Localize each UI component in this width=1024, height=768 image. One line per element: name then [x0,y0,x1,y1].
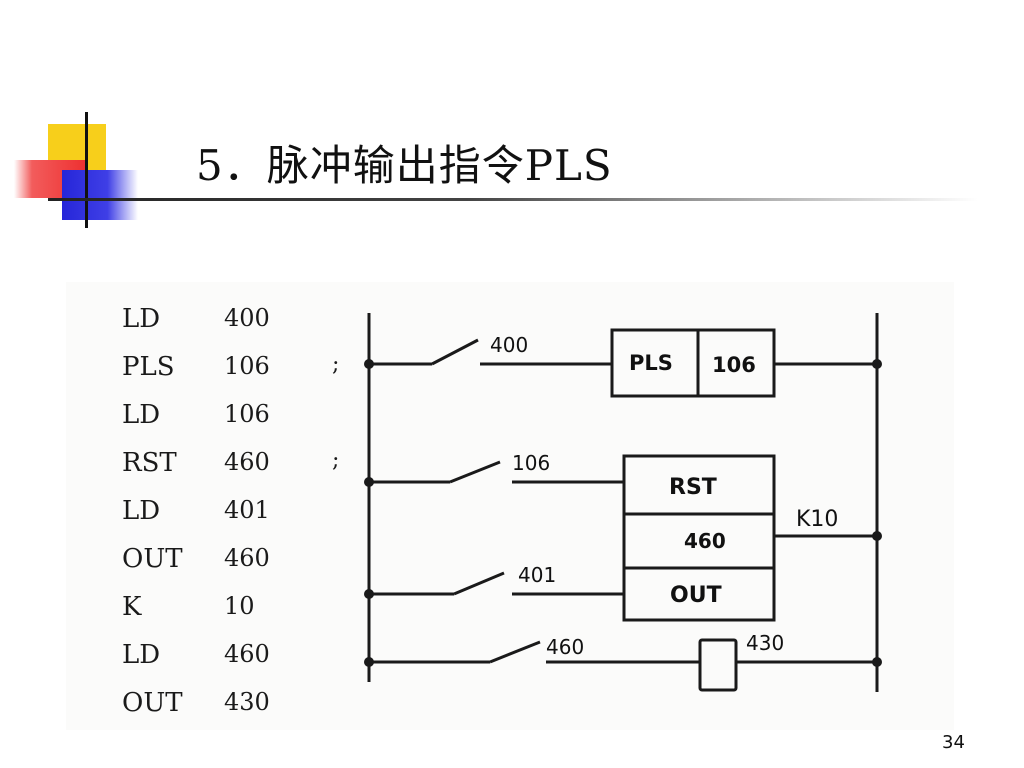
instruction-semicolon: ; [332,352,340,377]
instruction-op: PLS [122,352,175,382]
counter-rst-label: RST [669,475,717,500]
instruction-op: LD [122,400,161,430]
instruction-arg: 400 [224,304,270,332]
junction-dot [364,657,374,667]
counter-out-label: OUT [670,583,722,608]
counter-box [622,454,776,622]
contact-label-460: 460 [546,635,584,659]
contact-label-400: 400 [490,333,528,357]
instruction-arg: 106 [224,400,270,428]
slide-title: 5．脉冲输出指令PLS [196,141,613,190]
instruction-op: LD [122,304,161,334]
contact-400-blade [431,338,479,366]
instruction-arg: 460 [224,544,270,572]
title-decoration-blue-square [62,170,138,220]
page-number: 34 [942,732,965,753]
instruction-arg: 106 [224,352,270,380]
junction-dot [872,657,882,667]
title-decoration-vertical-line [85,112,88,228]
junction-dot [872,531,882,541]
contact-label-401: 401 [518,563,556,587]
coil-label-430: 430 [746,631,784,655]
instruction-op: K [122,592,142,622]
pls-box-arg: 106 [712,353,756,377]
instruction-arg: 430 [224,688,270,716]
contact-label-106: 106 [512,451,550,475]
instruction-op: LD [122,640,161,670]
title-underline [48,198,978,201]
junction-dot [872,359,882,369]
contact-106-blade [449,460,501,484]
instruction-op: OUT [122,688,183,718]
instruction-op: LD [122,496,161,526]
junction-dot [364,477,374,487]
instruction-arg: 401 [224,496,270,524]
instruction-op: OUT [122,544,183,574]
pls-box-op: PLS [629,351,673,375]
contact-460-blade [489,640,541,664]
instruction-arg: 460 [224,448,270,476]
junction-dot [364,359,374,369]
instruction-arg: 10 [224,592,255,620]
counter-number-label: 460 [684,529,726,553]
instruction-op: RST [122,448,177,478]
counter-preset-label: K10 [796,507,838,532]
instruction-semicolon: ; [332,448,340,473]
junction-dot [364,589,374,599]
contact-401-blade [453,571,505,596]
instruction-arg: 460 [224,640,270,668]
output-coil-430 [698,638,738,692]
